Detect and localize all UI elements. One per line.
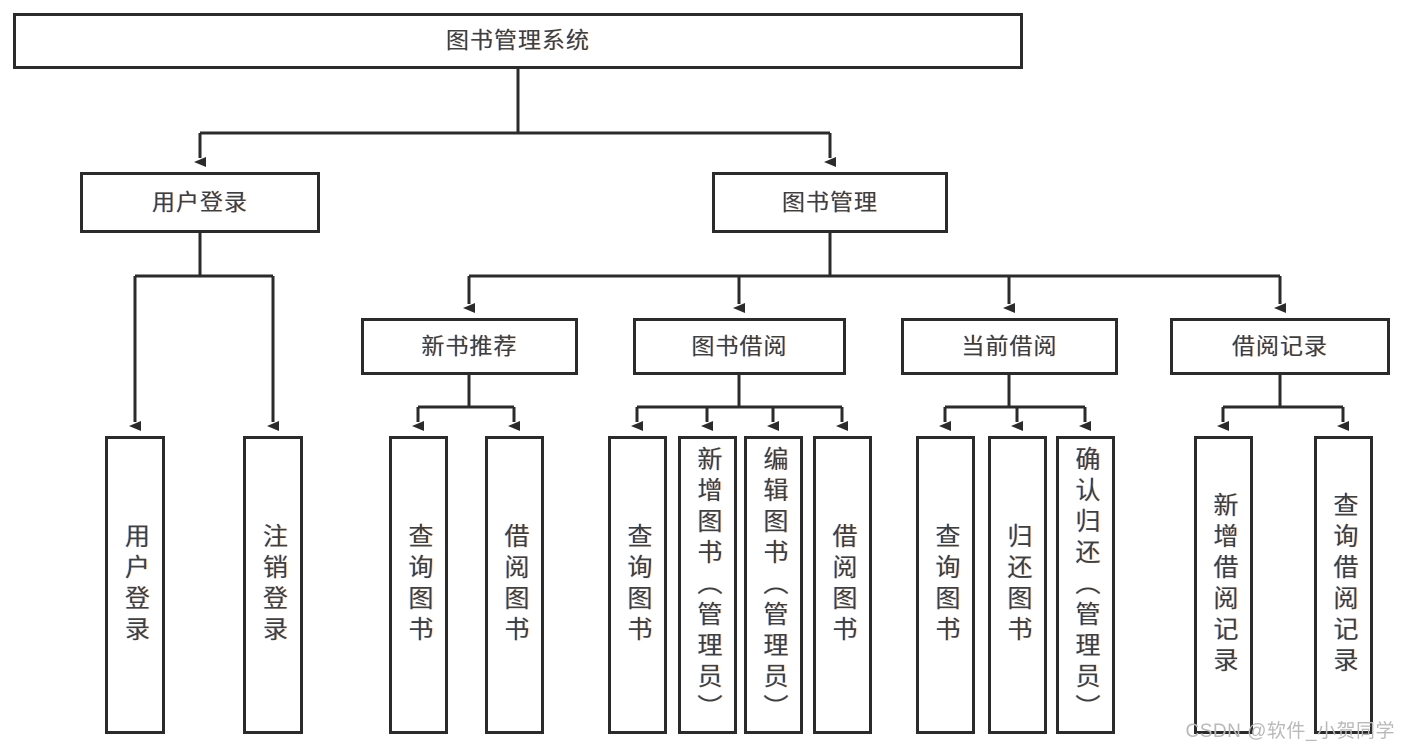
node-root-system[interactable]: 图书管理系统	[13, 13, 1023, 69]
leaf-cb-query-book[interactable]: 查询图书	[916, 436, 975, 734]
node-label: 借阅图书	[829, 523, 857, 647]
node-label: 查询图书	[624, 523, 652, 647]
node-label: 图书借阅	[691, 332, 788, 359]
leaf-bb-query-book[interactable]: 查询图书	[608, 436, 667, 734]
node-label: 图书管理	[782, 188, 878, 215]
node-label: 注销登录	[259, 523, 288, 647]
node-label: 当前借阅	[961, 332, 1058, 359]
node-label: 编辑图书（管理员）	[760, 445, 788, 725]
node-new-book-recommend[interactable]: 新书推荐	[361, 318, 578, 375]
node-label: 新增图书（管理员）	[694, 445, 722, 725]
node-borrow-record[interactable]: 借阅记录	[1170, 318, 1390, 375]
node-book-borrow[interactable]: 图书借阅	[633, 318, 846, 375]
leaf-br-query-record[interactable]: 查询借阅记录	[1314, 436, 1373, 734]
leaf-nbr-query-book[interactable]: 查询图书	[389, 436, 448, 734]
node-user-login[interactable]: 用户登录	[80, 172, 320, 233]
node-label: 图书管理系统	[446, 27, 590, 54]
csdn-watermark: CSDN @软件_小贺同学	[1185, 721, 1395, 742]
node-label: 新书推荐	[421, 332, 518, 359]
node-label: 用户登录	[152, 188, 248, 215]
leaf-cb-return-book[interactable]: 归还图书	[988, 436, 1047, 734]
node-current-borrow[interactable]: 当前借阅	[901, 318, 1118, 375]
leaf-user-logout[interactable]: 注销登录	[243, 436, 303, 734]
node-label: 用户登录	[121, 523, 150, 647]
leaf-br-add-record[interactable]: 新增借阅记录	[1194, 436, 1253, 734]
node-label: 借阅图书	[501, 523, 529, 647]
node-book-management[interactable]: 图书管理	[712, 172, 948, 233]
leaf-cb-confirm-return[interactable]: 确认归还（管理员）	[1056, 436, 1115, 734]
leaf-user-login[interactable]: 用户登录	[105, 436, 165, 734]
node-label: 查询借阅记录	[1330, 492, 1358, 678]
leaf-bb-add-book[interactable]: 新增图书（管理员）	[678, 436, 737, 734]
node-label: 确认归还（管理员）	[1072, 445, 1100, 725]
node-label: 查询图书	[405, 523, 433, 647]
node-label: 归还图书	[1004, 523, 1032, 647]
node-label: 新增借阅记录	[1210, 492, 1238, 678]
leaf-bb-edit-book[interactable]: 编辑图书（管理员）	[744, 436, 803, 734]
node-label: 借阅记录	[1232, 332, 1328, 359]
node-label: 查询图书	[932, 523, 960, 647]
leaf-nbr-borrow-book[interactable]: 借阅图书	[485, 436, 544, 734]
leaf-bb-borrow-book[interactable]: 借阅图书	[813, 436, 872, 734]
